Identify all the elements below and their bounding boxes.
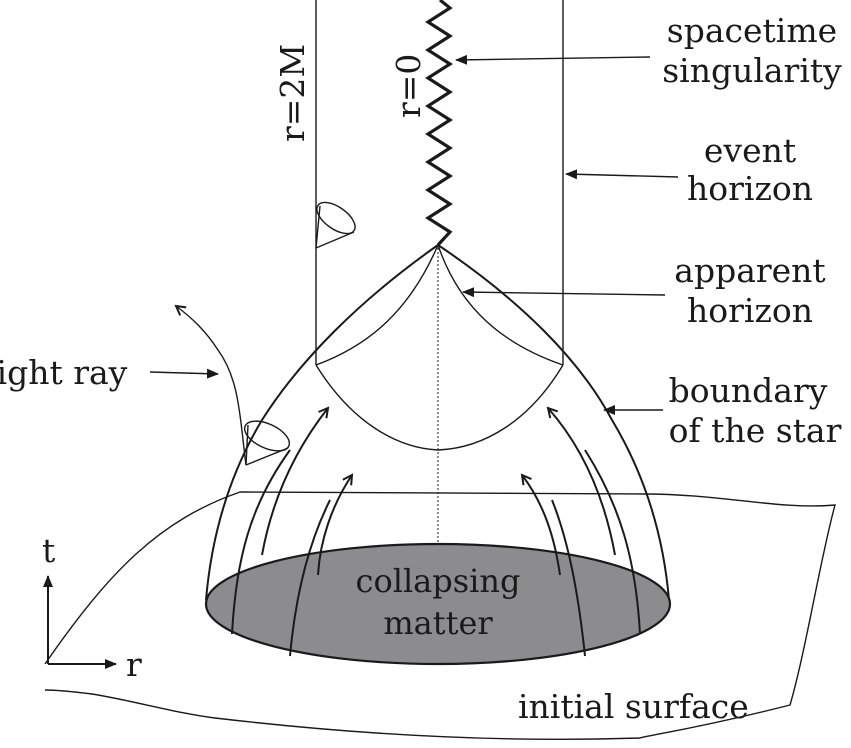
label-axis-r: r	[126, 645, 142, 684]
label-axis-t: t	[42, 531, 55, 570]
light-cone-horizon	[312, 196, 361, 248]
pointer-apparent-horizon	[463, 292, 665, 295]
label-event-horizon-2: horizon	[687, 169, 813, 208]
label-collapsing: collapsing	[356, 562, 521, 600]
label-boundary-1: boundary	[669, 371, 828, 410]
flow-arrow-4	[548, 408, 615, 555]
singularity-zigzag	[428, 0, 450, 245]
label-r-2m: r=2M	[273, 44, 312, 142]
apparent-horizon-left	[316, 245, 438, 365]
label-singularity-1: spacetime	[667, 11, 837, 50]
pointer-singularity	[456, 57, 650, 60]
light-ray-curve	[176, 306, 246, 465]
label-boundary-2: of the star	[669, 411, 842, 450]
apparent-horizon-right	[438, 245, 563, 365]
label-event-horizon-1: event	[704, 131, 796, 170]
label-initial-surface: initial surface	[518, 687, 749, 726]
label-singularity-2: singularity	[662, 51, 842, 90]
label-apparent-horizon-2: horizon	[687, 291, 813, 330]
label-r-0: r=0	[389, 54, 428, 118]
pointer-light-ray	[150, 372, 218, 374]
trapped-surface-arc	[316, 365, 563, 450]
t-r-axes	[48, 576, 116, 664]
label-light-ray: light ray	[0, 353, 128, 392]
label-matter: matter	[383, 604, 493, 642]
pointer-event-horizon	[566, 174, 678, 177]
label-apparent-horizon-1: apparent	[674, 251, 825, 290]
flow-arrow-1	[262, 408, 328, 555]
